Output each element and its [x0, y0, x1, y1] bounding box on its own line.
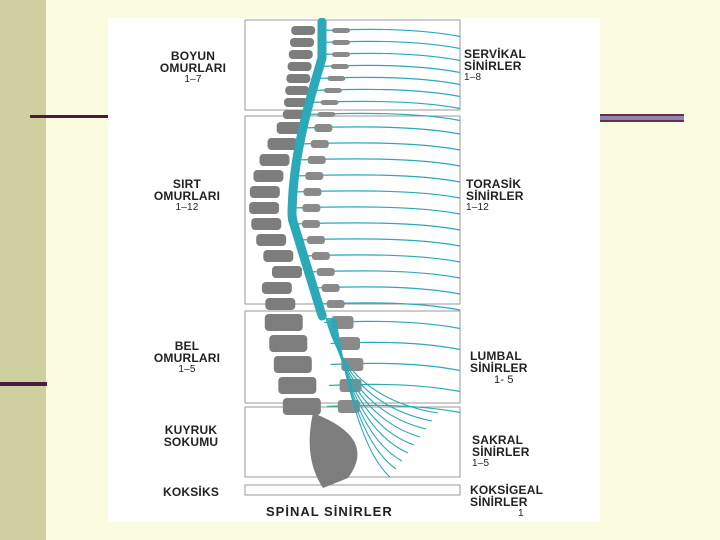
- label-coccygeal-nerves: KOKSİGEAL SİNİRLER 1: [470, 483, 544, 519]
- spinous-process: [317, 112, 336, 117]
- cauda-fiber: [331, 317, 409, 454]
- vertebra: [286, 74, 311, 83]
- vertebra: [278, 377, 317, 394]
- cauda-fiber: [330, 317, 415, 446]
- vertebra: [249, 202, 280, 214]
- vertebra: [267, 138, 298, 150]
- vertebra: [256, 234, 287, 246]
- label-sacral-nerves: SAKRAL SİNİRLER 1–5: [472, 433, 530, 469]
- spinous-process: [316, 268, 335, 276]
- vertebra: [265, 298, 296, 310]
- spinous-process: [311, 252, 330, 260]
- spine-illustration: [244, 18, 461, 496]
- label-cervical-vertebrae: BOYUN OMURLARI 1–7: [159, 49, 227, 85]
- spinous-process: [332, 52, 350, 57]
- label-coccyx: KOKSİKS: [162, 485, 220, 499]
- vertebra: [282, 110, 307, 119]
- sidebar-band: [0, 0, 46, 540]
- thoracic-box: [244, 115, 461, 305]
- cauda-fiber: [335, 317, 391, 478]
- vertebra: [263, 250, 294, 262]
- vertebra: [288, 50, 313, 59]
- figure-caption: SPİNAL SİNİRLER: [266, 504, 393, 519]
- spinal-cord: [287, 18, 327, 321]
- cauda-fiber: [332, 317, 403, 462]
- vertebra: [284, 98, 308, 107]
- region-boxes: [244, 19, 461, 496]
- label-lumbar-nerves: LUMBAL SİNİRLER 1- 5: [470, 349, 528, 386]
- vertebra: [264, 314, 303, 331]
- vertebra: [290, 38, 314, 47]
- vertebra: [249, 186, 280, 198]
- spinous-process: [307, 156, 326, 164]
- vertebrae: [249, 26, 358, 488]
- cauda-equina: [325, 317, 439, 478]
- cervical-box: [244, 19, 461, 111]
- vertebra: [285, 86, 310, 95]
- spinous-process: [320, 100, 339, 105]
- cauda-fiber: [329, 317, 421, 438]
- title-rule-left: [30, 115, 108, 118]
- title-rule-right: [598, 114, 684, 122]
- spinous-process: [327, 76, 346, 81]
- vertebra: [261, 282, 292, 294]
- label-thoracic-nerves: TORASİK SİNİRLER 1–12: [466, 177, 524, 213]
- vertebra: [271, 266, 302, 278]
- label-cervical-nerves: SERVİKAL SİNİRLER 1–8: [464, 47, 527, 83]
- sidebar-accent-bar: [0, 382, 47, 386]
- label-sacrum: KUYRUK SOKUMU: [163, 423, 219, 449]
- spinous-process: [330, 64, 349, 69]
- vertebra: [291, 26, 316, 35]
- vertebra: [269, 335, 308, 352]
- vertebra: [251, 218, 282, 230]
- label-thoracic-vertebrae: SIRT OMURLARI 1–12: [153, 177, 221, 213]
- coccyx-box: [244, 484, 461, 496]
- cauda-fiber: [333, 317, 397, 470]
- spinous-process: [338, 337, 360, 350]
- spinous-process: [310, 140, 329, 148]
- vertebra: [259, 154, 290, 166]
- spinous-process: [306, 236, 325, 244]
- spinous-process: [305, 172, 324, 180]
- spinous-process: [332, 28, 350, 33]
- spinous-process: [341, 358, 364, 371]
- sacrum: [309, 413, 358, 488]
- spinous-process: [314, 124, 333, 132]
- vertebra: [287, 62, 312, 71]
- vertebra: [253, 170, 284, 182]
- vertebra: [273, 356, 312, 373]
- spinous-process: [321, 284, 340, 292]
- spinous-process: [332, 40, 350, 45]
- spinal-nerves-figure: BOYUN OMURLARI 1–7 SIRT OMURLARI 1–12 BE…: [108, 18, 600, 522]
- cauda-fiber: [327, 317, 427, 430]
- label-lumbar-vertebrae: BEL OMURLARI 1–5: [153, 339, 221, 375]
- vertebra: [282, 398, 321, 415]
- spinous-process: [326, 300, 345, 308]
- spinous-process: [303, 188, 322, 196]
- spinous-process: [302, 204, 321, 212]
- spinous-process: [323, 88, 342, 93]
- spinous-process: [302, 220, 320, 228]
